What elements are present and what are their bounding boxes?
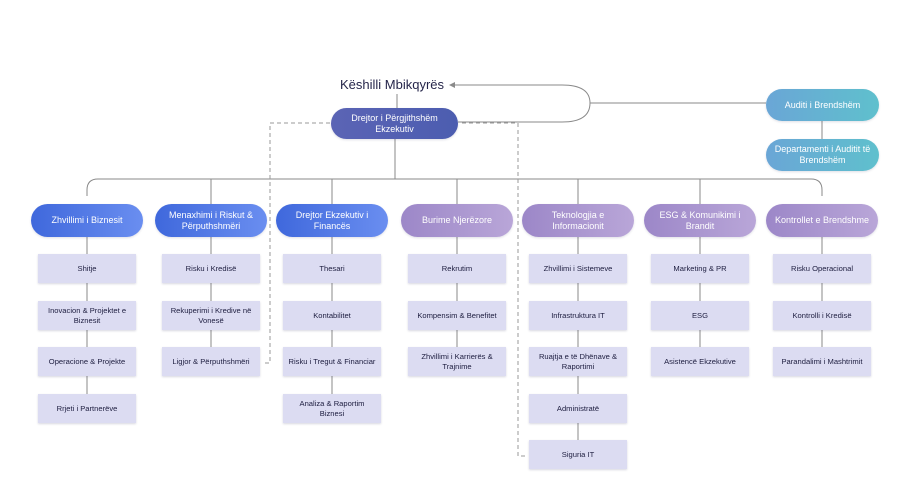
unit-box: ESG [651, 301, 749, 330]
ceo-node: Drejtor i Përgjithshëm Ekzekutiv [331, 108, 458, 139]
department-node-1: Zhvillimi i Biznesit [31, 204, 143, 237]
unit-box: Kontrolli i Kredisë [773, 301, 871, 330]
unit-box: Rrjeti i Partnerëve [38, 394, 136, 423]
unit-box: Inovacion & Projektet e Biznesit [38, 301, 136, 330]
unit-box: Rekuperimi i Kredive në Vonesë [162, 301, 260, 330]
unit-box: Zhvillimi i Karrierës & Trajnime [408, 347, 506, 376]
unit-box: Shitje [38, 254, 136, 283]
unit-box: Operacione & Projekte [38, 347, 136, 376]
unit-box: Zhvillimi i Sistemeve [529, 254, 627, 283]
unit-box: Risku i Kredisë [162, 254, 260, 283]
audit-department-node: Departamenti i Auditit të Brendshëm [766, 139, 879, 171]
unit-box: Ligjor & Përputhshmëri [162, 347, 260, 376]
audit-node: Auditi i Brendshëm [766, 89, 879, 121]
department-node-7: Kontrollet e Brendshme [766, 204, 878, 237]
unit-box: Kontabilitet [283, 301, 381, 330]
department-node-4: Burime Njerëzore [401, 204, 513, 237]
department-node-3: Drejtor Ekzekutiv i Financës [276, 204, 388, 237]
unit-box: Analiza & Raportim Biznesi [283, 394, 381, 423]
unit-box: Kompensim & Benefitet [408, 301, 506, 330]
department-node-5: Teknologjia e Informacionit [522, 204, 634, 237]
unit-box: Marketing & PR [651, 254, 749, 283]
unit-box: Risku i Tregut & Financiar [283, 347, 381, 376]
department-node-6: ESG & Komunikimi i Brandit [644, 204, 756, 237]
unit-box: Siguria IT [529, 440, 627, 469]
unit-box: Risku Operacional [773, 254, 871, 283]
department-node-2: Menaxhimi i Riskut & Përputhshmëri [155, 204, 267, 237]
unit-box: Rekrutim [408, 254, 506, 283]
board-title: Këshilli Mbikqyrës [340, 77, 445, 92]
unit-box: Thesari [283, 254, 381, 283]
unit-box: Administratë [529, 394, 627, 423]
unit-box: Asistencë Ekzekutive [651, 347, 749, 376]
unit-box: Parandalimi i Mashtrimit [773, 347, 871, 376]
unit-box: Infrastruktura IT [529, 301, 627, 330]
unit-box: Ruajtja e të Dhënave & Raportimi [529, 347, 627, 376]
